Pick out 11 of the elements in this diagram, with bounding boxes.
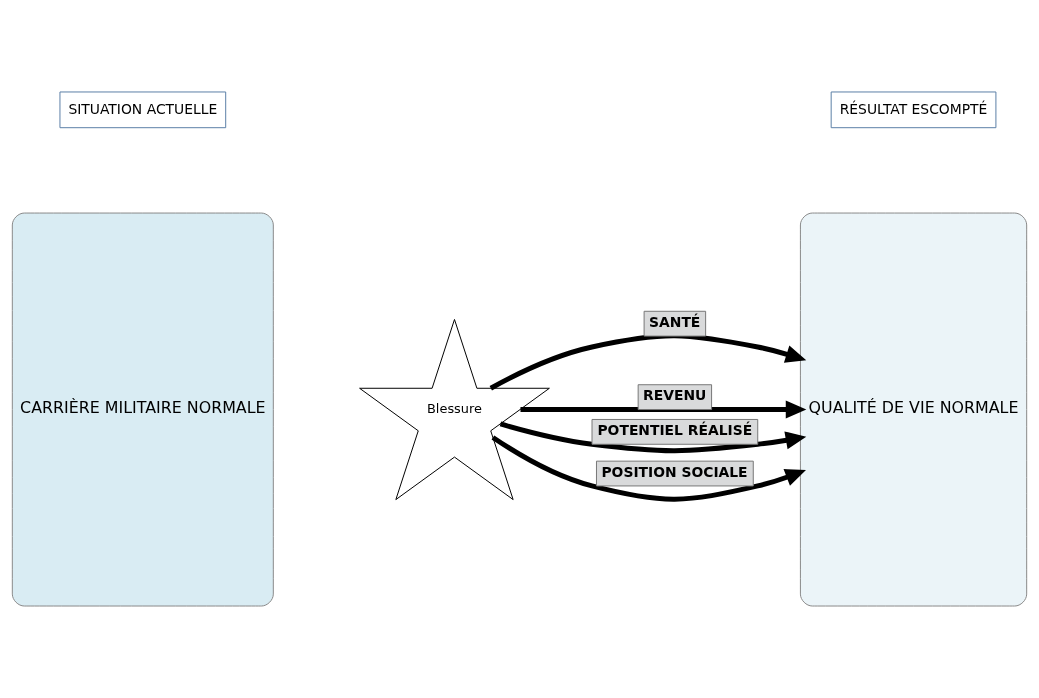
node-box: SITUATION ACTUELLE bbox=[59, 91, 227, 129]
edge-label: REVENU bbox=[643, 387, 707, 404]
arrow bbox=[491, 435, 806, 502]
arrow bbox=[520, 400, 807, 419]
edge-label: SANTÉ bbox=[649, 313, 701, 330]
arrow bbox=[489, 333, 807, 391]
node-box: QUALITÉ DE VIE NORMALE bbox=[799, 212, 1028, 607]
edge-label: POTENTIEL RÉALISÉ bbox=[597, 422, 753, 439]
node-box: CARRIÈRE MILITAIRE NORMALE bbox=[11, 212, 274, 607]
node-box: RÉSULTAT ESCOMPTÉ bbox=[830, 91, 997, 129]
edge-label: POSITION SOCIALE bbox=[601, 463, 748, 480]
